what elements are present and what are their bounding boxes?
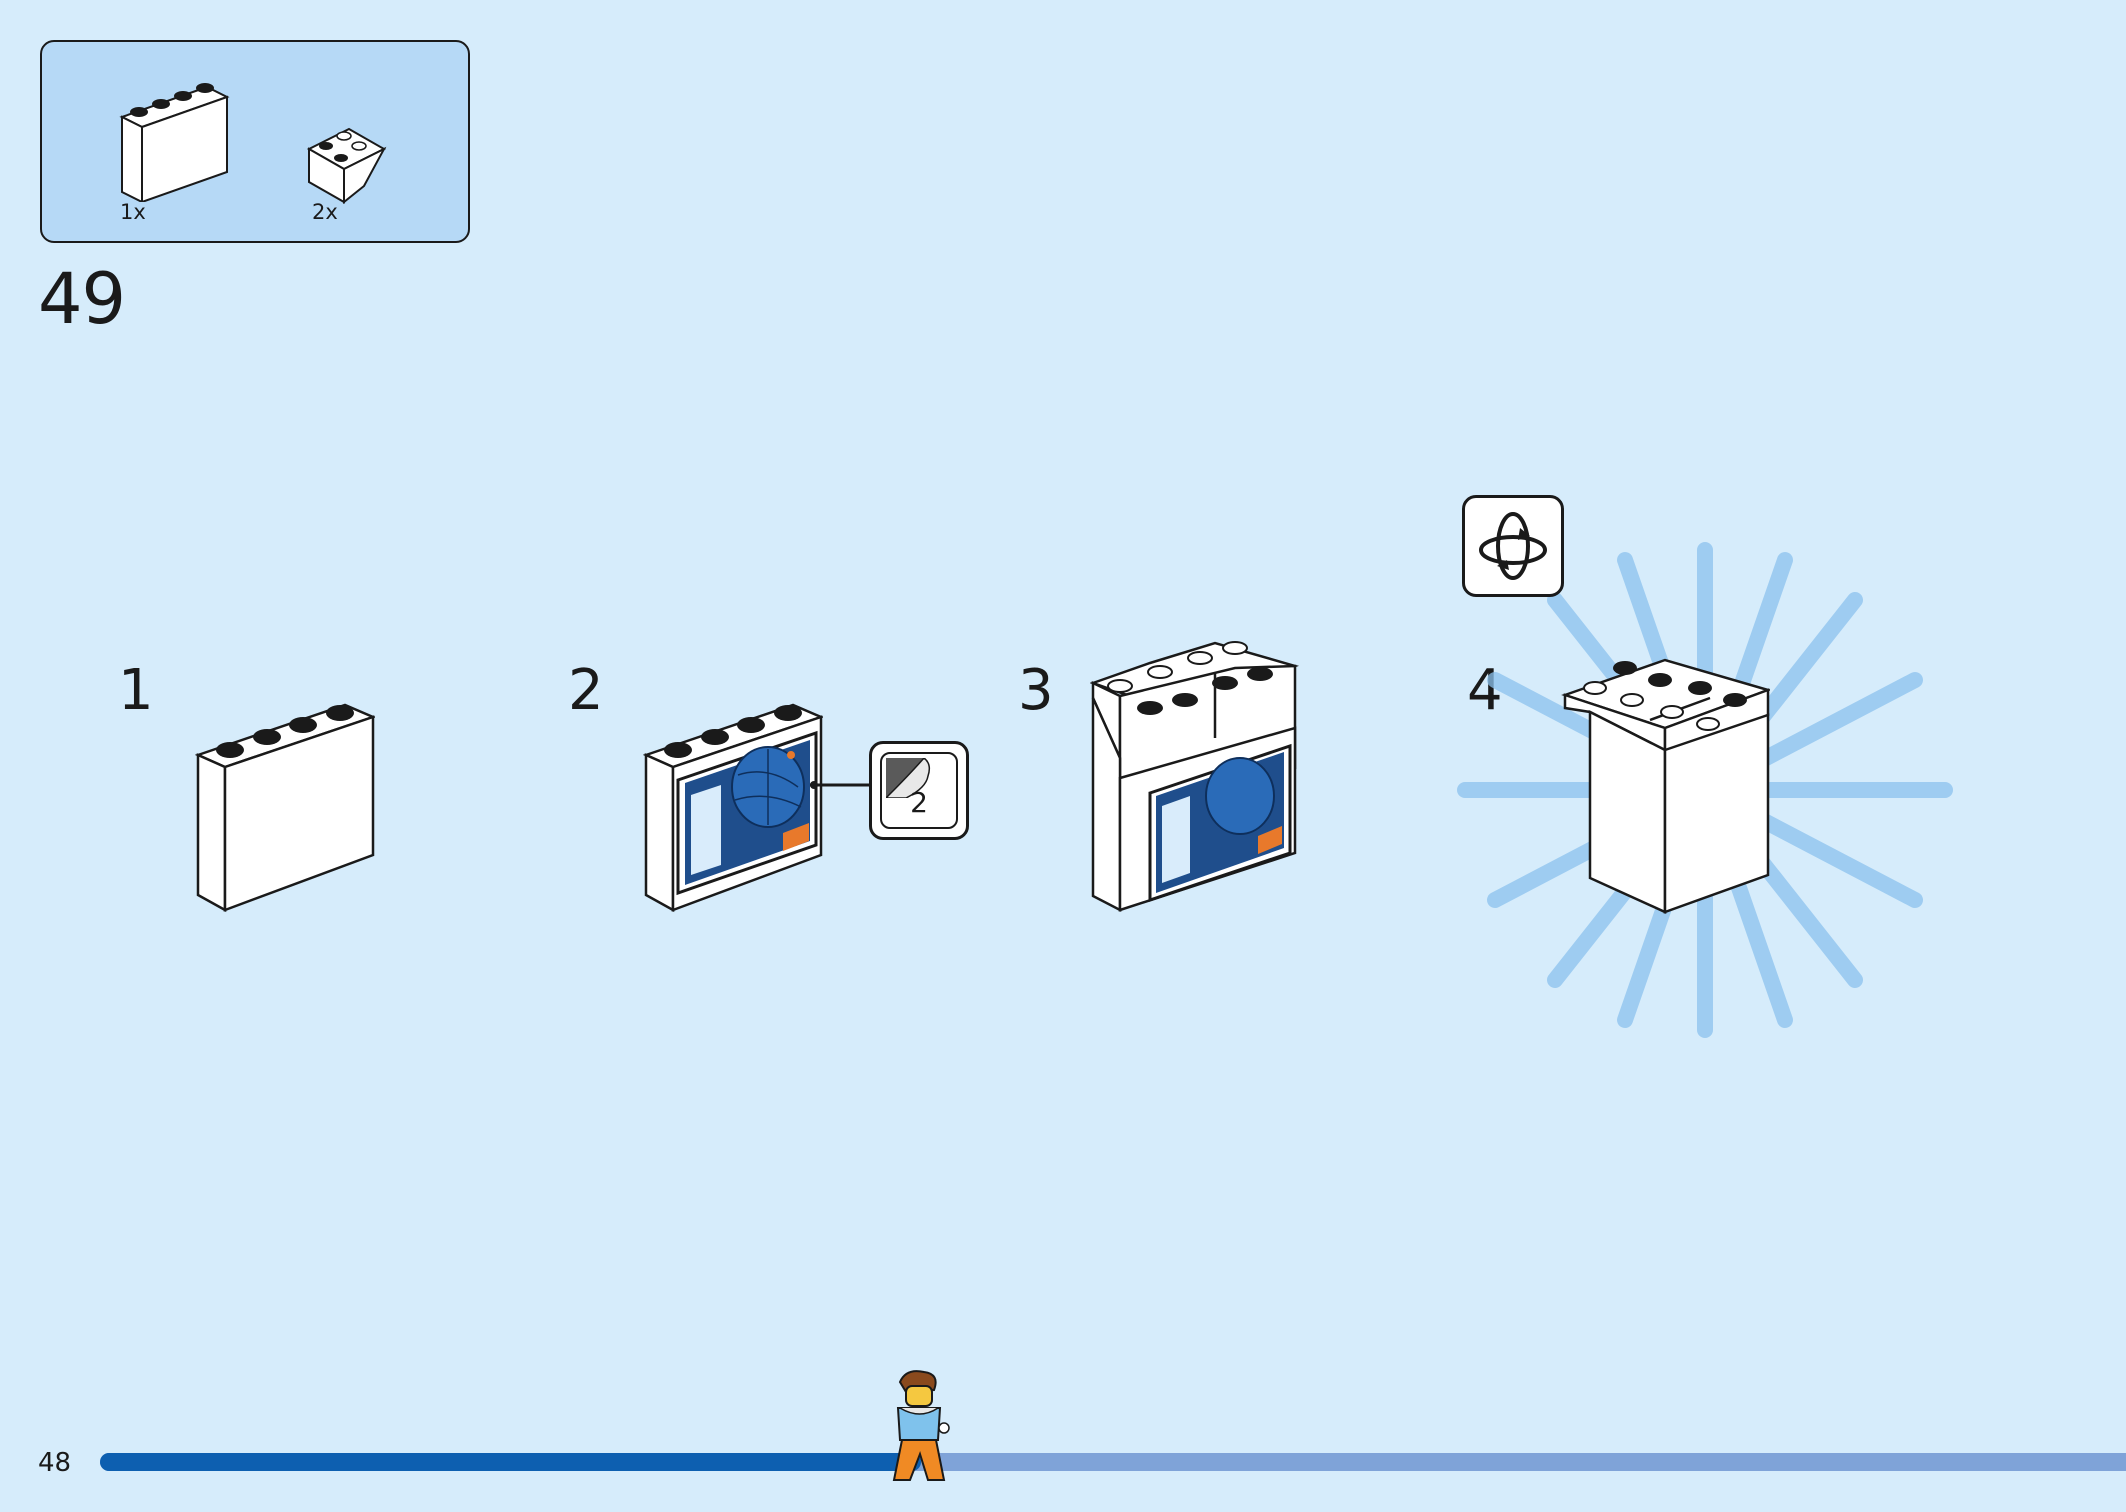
substep-1-number: 1 xyxy=(118,658,154,723)
substep-2-brick-with-sticker-illustration xyxy=(643,703,823,913)
rotate-model-icon xyxy=(1462,495,1564,597)
part-qty-1: 1x xyxy=(120,200,146,224)
sticker-peel-icon xyxy=(886,758,931,798)
substep-2-number: 2 xyxy=(568,658,604,723)
sticker-callout: 2 xyxy=(869,741,969,840)
white-slope-brick-2x2-icon xyxy=(306,127,387,204)
rotate-arrows-icon xyxy=(1479,512,1547,580)
sticker-count: 2 xyxy=(910,786,928,819)
substep-1-brick-illustration xyxy=(195,703,375,913)
minifigure-progress-marker xyxy=(892,1370,950,1481)
parts-list-box: 1x 2x xyxy=(40,40,470,243)
substep-4-assembly-illustration xyxy=(1561,658,1770,914)
sticker-icon: 2 xyxy=(880,752,958,829)
part-qty-2: 2x xyxy=(312,200,338,224)
page-number: 48 xyxy=(38,1448,72,1478)
progress-fill xyxy=(100,1453,921,1471)
substep-3-number: 3 xyxy=(1018,658,1054,723)
substep-4-number: 4 xyxy=(1467,658,1503,723)
white-brick-1x4x3-icon xyxy=(119,83,230,202)
sticker-callout-line xyxy=(810,781,872,789)
substep-3-assembly-illustration xyxy=(1090,641,1300,913)
step-number: 49 xyxy=(38,258,126,340)
